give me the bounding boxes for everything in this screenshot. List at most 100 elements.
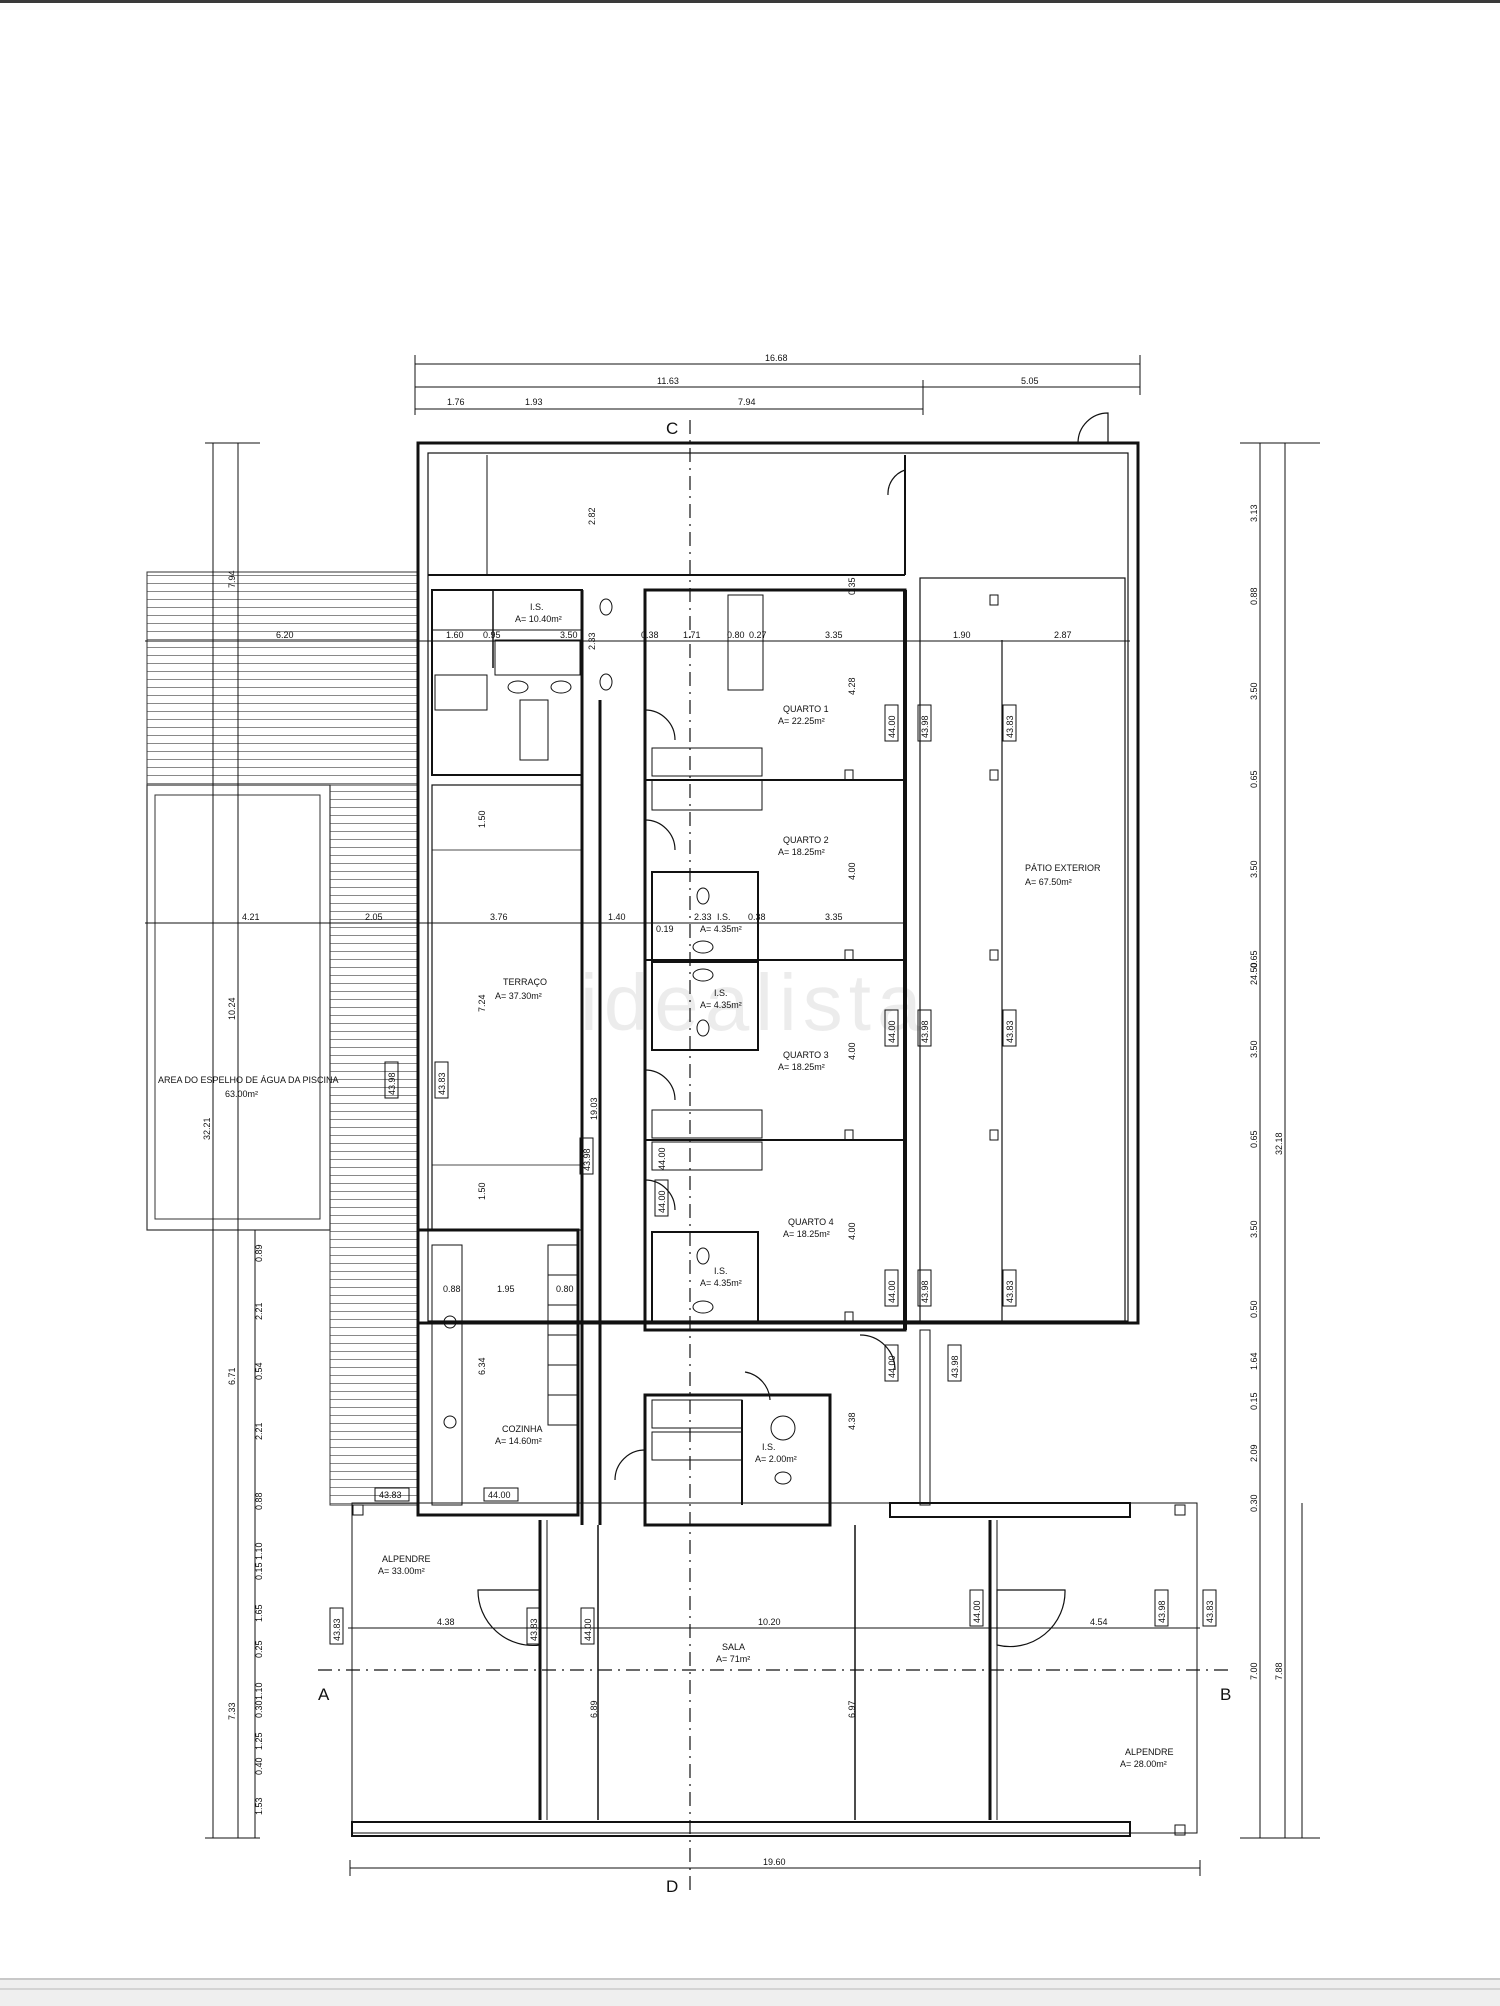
dim-row2-2: 3.76 bbox=[490, 912, 508, 922]
dim-row1-0: 6.20 bbox=[276, 630, 294, 640]
dim-kitchen-2: 0.80 bbox=[556, 1284, 574, 1294]
dim-left-inner-12: 0.40 bbox=[254, 1757, 264, 1775]
bottom-scrollbar-area bbox=[0, 1978, 1500, 2006]
dim-row1-5: 1.71 bbox=[683, 630, 701, 640]
dim-v-14: 6.89 bbox=[589, 1700, 599, 1718]
dim-right-inner-3: 0.65 bbox=[1249, 770, 1259, 788]
dim-v-8: 4.00 bbox=[847, 1042, 857, 1060]
deck-area bbox=[146, 571, 418, 1506]
level-l1: 44.00 bbox=[887, 715, 897, 738]
level-l9: 44.00 bbox=[887, 1280, 897, 1303]
dim-v-13: 4.38 bbox=[847, 1412, 857, 1430]
walls bbox=[351, 441, 1198, 1837]
top-border-line bbox=[0, 0, 1500, 3]
dim-top-c: 7.94 bbox=[738, 397, 756, 407]
room-area-quarto2: A= 18.25m² bbox=[778, 847, 825, 857]
level-l20: 44.00 bbox=[583, 1618, 593, 1641]
room-name-is-4: I.S. bbox=[714, 1266, 728, 1276]
dim-v-7: 4.00 bbox=[847, 862, 857, 880]
room-area-quarto4: A= 18.25m² bbox=[783, 1229, 830, 1239]
dim-kitchen-0: 0.88 bbox=[443, 1284, 461, 1294]
dim-v-0: 2.82 bbox=[587, 507, 597, 525]
dim-left-inner-10: 0.30 bbox=[254, 1700, 264, 1718]
dim-right-overall: 32.18 bbox=[1274, 1132, 1284, 1155]
level-l6: 44.00 bbox=[887, 1020, 897, 1043]
room-area-is-4: A= 4.35m² bbox=[700, 1278, 742, 1288]
dim-left-inner-4: 0.88 bbox=[254, 1492, 264, 1510]
dim-v-9: 4.00 bbox=[847, 1222, 857, 1240]
room-area-sala: A= 71m² bbox=[716, 1654, 750, 1664]
room-name-cozinha: COZINHA bbox=[502, 1424, 543, 1434]
room-area-alpendre2: A= 28.00m² bbox=[1120, 1759, 1167, 1769]
dim-v-2: 4.28 bbox=[847, 677, 857, 695]
room-name-piscina: AREA DO ESPELHO DE ÁGUA DA PISCINA bbox=[158, 1075, 339, 1085]
dim-right-inner-2: 3.50 bbox=[1249, 682, 1259, 700]
room-area-terraco: A= 37.30m² bbox=[495, 991, 542, 1001]
dim-row1-7: 0.27 bbox=[749, 630, 767, 640]
watermark: idealista bbox=[580, 958, 928, 1047]
dim-top-total: 16.68 bbox=[765, 353, 788, 363]
room-area-quarto3: A= 18.25m² bbox=[778, 1062, 825, 1072]
dim-left-inner-7: 1.65 bbox=[254, 1604, 264, 1622]
dim-row1-1: 1.60 bbox=[446, 630, 464, 640]
dim-top-left: 11.63 bbox=[657, 376, 679, 386]
room-name-quarto4: QUARTO 4 bbox=[788, 1217, 834, 1227]
dim-right-inner-12: 2.09 bbox=[1249, 1444, 1259, 1462]
level-l13: 44.00 bbox=[657, 1190, 667, 1213]
room-labels: I.S. A= 10.40m² QUARTO 1 A= 22.25m² QUAR… bbox=[158, 602, 1174, 1769]
dim-v-1: 2.33 bbox=[587, 632, 597, 650]
dim-right-inner-6: 3.50 bbox=[1249, 1040, 1259, 1058]
dim-v-4: 1.50 bbox=[477, 810, 487, 828]
room-area-patio: A= 67.50m² bbox=[1025, 877, 1072, 887]
dim-row1-4: 0.38 bbox=[641, 630, 659, 640]
dim-left-inner-5: 1.10 bbox=[254, 1542, 264, 1560]
dim-left-b: 10.24 bbox=[227, 997, 237, 1020]
section-marker-a: A bbox=[318, 1685, 330, 1704]
room-area-is-2: A= 4.35m² bbox=[700, 924, 742, 934]
room-name-terraco: TERRAÇO bbox=[503, 977, 547, 987]
dim-row2-0: 4.21 bbox=[242, 912, 260, 922]
dim-right-inner-8: 3.50 bbox=[1249, 1220, 1259, 1238]
bottom-bar-line bbox=[0, 1988, 1500, 1990]
dim-right-c: 7.00 bbox=[1249, 1662, 1259, 1680]
dim-row2-3: 1.40 bbox=[608, 912, 626, 922]
level-l11: 43.83 bbox=[437, 1072, 447, 1095]
level-l10: 43.98 bbox=[387, 1072, 397, 1095]
dim-right-inner-1: 0.88 bbox=[1249, 587, 1259, 605]
dim-left-inner-8: 0.25 bbox=[254, 1640, 264, 1658]
dim-right-inner-11: 0.15 bbox=[1249, 1392, 1259, 1410]
level-l17: 44.00 bbox=[488, 1490, 511, 1500]
dim-right-inner-5: 0.65 bbox=[1249, 950, 1259, 968]
level-l14: 44.00 bbox=[887, 1355, 897, 1378]
room-name-is-small: I.S. bbox=[762, 1442, 776, 1452]
dim-right-inner-13: 0.30 bbox=[1249, 1494, 1259, 1512]
dim-right-inner-9: 0.50 bbox=[1249, 1300, 1259, 1318]
dim-row2-1: 2.05 bbox=[365, 912, 383, 922]
dim-left-inner-13: 1.53 bbox=[254, 1797, 264, 1815]
section-axes bbox=[318, 420, 1230, 1890]
dim-v-11: 19.03 bbox=[589, 1097, 599, 1120]
dim-top-b: 1.93 bbox=[525, 397, 543, 407]
dim-v-10: 0.19 bbox=[656, 924, 674, 934]
dim-right-inner-10: 1.64 bbox=[1249, 1352, 1259, 1370]
room-area-alpendre1: A= 33.00m² bbox=[378, 1566, 425, 1576]
dim-right-inner-4: 3.50 bbox=[1249, 860, 1259, 878]
room-area-is-top: A= 10.40m² bbox=[515, 614, 562, 624]
room-name-patio: PÁTIO EXTERIOR bbox=[1025, 863, 1101, 873]
dim-left-inner-1: 2.21 bbox=[254, 1302, 264, 1320]
dim-v-3: 0.35 bbox=[847, 577, 857, 595]
level-l22: 43.98 bbox=[1157, 1600, 1167, 1623]
room-name-is-3: I.S. bbox=[714, 988, 728, 998]
dim-left-a: 7.94 bbox=[227, 570, 237, 588]
dim-v-6: 1.50 bbox=[477, 1182, 487, 1200]
room-name-alpendre1: ALPENDRE bbox=[382, 1554, 431, 1564]
level-tag-labels: 44.00 43.98 43.83 43.98 43.83 44.00 43.9… bbox=[332, 715, 1215, 1641]
fixtures bbox=[443, 598, 796, 1485]
section-marker-c: C bbox=[666, 419, 678, 438]
dim-row1-10: 2.87 bbox=[1054, 630, 1072, 640]
room-name-quarto1: QUARTO 1 bbox=[783, 704, 829, 714]
dim-row3-0: 4.38 bbox=[437, 1617, 455, 1627]
room-name-quarto3: QUARTO 3 bbox=[783, 1050, 829, 1060]
level-l16: 43.83 bbox=[379, 1490, 402, 1500]
